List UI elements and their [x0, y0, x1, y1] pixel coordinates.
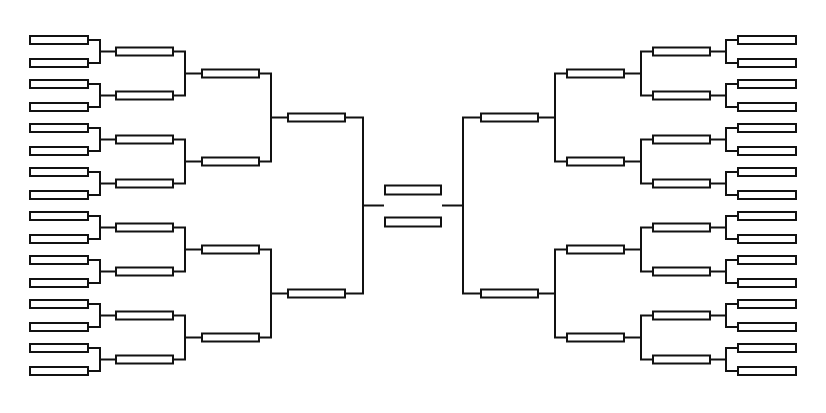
left-round-2-connector-3 [173, 226, 202, 273]
left-round-2-connector-4 [173, 314, 202, 361]
left-round-2-slot-4[interactable] [115, 178, 174, 189]
right-round-3-slot-2[interactable] [566, 156, 625, 167]
right-round-1-slot-7[interactable] [737, 167, 797, 177]
right-round-4-slot-1[interactable] [480, 112, 539, 123]
right-round-3-slot-3[interactable] [566, 244, 625, 255]
left-round-3-connector-1 [259, 72, 288, 163]
right-round-1-connector-2 [710, 83, 738, 108]
right-round-3-slot-4[interactable] [566, 332, 625, 343]
left-round-3-slot-4[interactable] [201, 332, 260, 343]
left-round-3-slot-1[interactable] [201, 68, 260, 79]
left-round-2-slot-3[interactable] [115, 134, 174, 145]
right-round-2-connector-1 [624, 50, 653, 97]
left-round-1-slot-12[interactable] [29, 278, 89, 288]
right-round-2-slot-2[interactable] [652, 90, 711, 101]
left-round-1-connector-1 [88, 39, 116, 64]
right-round-2-connector-4 [624, 314, 653, 361]
left-round-1-slot-8[interactable] [29, 190, 89, 200]
right-round-1-slot-4[interactable] [737, 102, 797, 112]
right-round-2-slot-1[interactable] [652, 46, 711, 57]
right-round-1-slot-10[interactable] [737, 234, 797, 244]
left-round-1-slot-4[interactable] [29, 102, 89, 112]
final-slot-1[interactable] [384, 184, 442, 196]
left-round-1-slot-9[interactable] [29, 211, 89, 221]
left-round-1-slot-1[interactable] [29, 35, 89, 45]
left-round-2-connector-2 [173, 138, 202, 185]
right-round-1-slot-8[interactable] [737, 190, 797, 200]
right-round-4-slot-2[interactable] [480, 288, 539, 299]
left-round-1-slot-3[interactable] [29, 79, 89, 89]
right-round-1-connector-6 [710, 259, 738, 284]
right-round-1-slot-3[interactable] [737, 79, 797, 89]
right-round-1-slot-6[interactable] [737, 146, 797, 156]
left-round-1-slot-5[interactable] [29, 123, 89, 133]
left-round-1-slot-14[interactable] [29, 322, 89, 332]
left-round-4-slot-1[interactable] [287, 112, 346, 123]
left-round-2-slot-2[interactable] [115, 90, 174, 101]
right-round-1-slot-2[interactable] [737, 58, 797, 68]
right-round-1-slot-14[interactable] [737, 322, 797, 332]
right-round-1-connector-8 [710, 347, 738, 372]
left-round-1-connector-4 [88, 171, 116, 196]
right-round-1-connector-4 [710, 171, 738, 196]
right-round-3-connector-2 [538, 248, 567, 339]
right-round-2-connector-3 [624, 226, 653, 273]
right-round-1-slot-5[interactable] [737, 123, 797, 133]
right-round-3-slot-1[interactable] [566, 68, 625, 79]
right-round-1-slot-11[interactable] [737, 255, 797, 265]
right-round-4-connector [442, 116, 481, 295]
left-round-3-slot-2[interactable] [201, 156, 260, 167]
right-round-1-slot-1[interactable] [737, 35, 797, 45]
left-round-2-connector-1 [173, 50, 202, 97]
right-round-1-slot-16[interactable] [737, 366, 797, 376]
left-round-2-slot-8[interactable] [115, 354, 174, 365]
right-round-1-slot-12[interactable] [737, 278, 797, 288]
left-round-1-slot-13[interactable] [29, 299, 89, 309]
left-round-1-slot-16[interactable] [29, 366, 89, 376]
right-round-2-slot-5[interactable] [652, 222, 711, 233]
right-round-1-connector-5 [710, 215, 738, 240]
left-round-1-slot-10[interactable] [29, 234, 89, 244]
left-round-2-slot-1[interactable] [115, 46, 174, 57]
left-round-1-connector-8 [88, 347, 116, 372]
right-round-2-slot-3[interactable] [652, 134, 711, 145]
left-round-3-slot-3[interactable] [201, 244, 260, 255]
left-round-4-connector [345, 116, 384, 295]
right-round-1-connector-1 [710, 39, 738, 64]
left-round-3-connector-2 [259, 248, 288, 339]
left-round-2-slot-7[interactable] [115, 310, 174, 321]
right-round-2-slot-7[interactable] [652, 310, 711, 321]
left-round-2-slot-5[interactable] [115, 222, 174, 233]
left-round-1-slot-6[interactable] [29, 146, 89, 156]
left-round-1-slot-15[interactable] [29, 343, 89, 353]
left-round-4-slot-2[interactable] [287, 288, 346, 299]
right-round-1-slot-15[interactable] [737, 343, 797, 353]
right-round-1-slot-9[interactable] [737, 211, 797, 221]
left-round-1-connector-6 [88, 259, 116, 284]
right-round-1-connector-7 [710, 303, 738, 328]
right-round-2-slot-4[interactable] [652, 178, 711, 189]
left-round-1-connector-5 [88, 215, 116, 240]
left-round-1-connector-7 [88, 303, 116, 328]
right-round-2-connector-2 [624, 138, 653, 185]
final-slot-2[interactable] [384, 216, 442, 228]
left-round-1-connector-2 [88, 83, 116, 108]
right-round-2-slot-6[interactable] [652, 266, 711, 277]
left-round-1-connector-3 [88, 127, 116, 152]
right-round-1-connector-3 [710, 127, 738, 152]
right-round-1-slot-13[interactable] [737, 299, 797, 309]
left-round-1-slot-7[interactable] [29, 167, 89, 177]
right-round-2-slot-8[interactable] [652, 354, 711, 365]
left-round-1-slot-11[interactable] [29, 255, 89, 265]
left-round-1-slot-2[interactable] [29, 58, 89, 68]
left-round-2-slot-6[interactable] [115, 266, 174, 277]
right-round-3-connector-1 [538, 72, 567, 163]
